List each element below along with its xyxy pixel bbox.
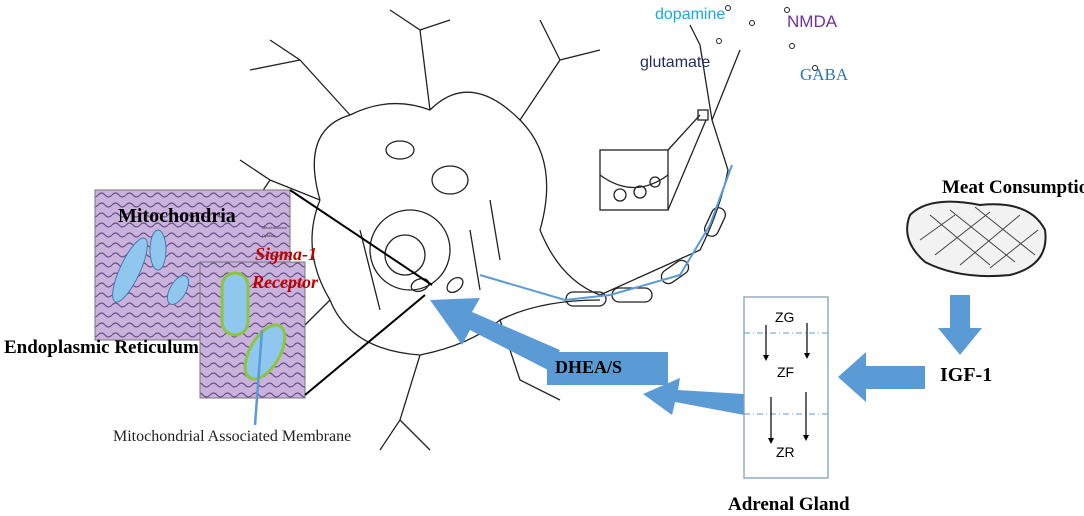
- label-sigma-1: Sigma-1: [255, 244, 318, 264]
- label-meat-consumption: Meat Consumption: [942, 177, 1084, 198]
- label-nmda: NMDA: [787, 12, 838, 31]
- vesicles: [716, 5, 818, 71]
- label-igf-1: IGF-1: [940, 364, 993, 386]
- adrenal-gland: [743, 296, 829, 479]
- label-mam: Mitochondrial Associated Membrane: [113, 428, 352, 445]
- label-adrenal-gland: Adrenal Gland: [728, 494, 850, 515]
- label-mitochondria: Mitochondria: [118, 205, 236, 227]
- igf-to-adrenal-arrow: [838, 352, 925, 402]
- dhea-to-neuron-arrow: [430, 298, 560, 370]
- zone-zr: ZR: [776, 444, 795, 460]
- meat-to-igf-arrow: [938, 295, 982, 355]
- label-gaba: GABA: [800, 65, 849, 84]
- zone-zg: ZG: [775, 309, 795, 325]
- label-dopamine: dopamine: [655, 6, 726, 23]
- synapse-inset: [599, 149, 669, 211]
- label-receptor: Receptor: [252, 272, 318, 292]
- dhea-box: [547, 352, 668, 385]
- nucleus: [369, 209, 451, 291]
- label-cytosol-small: Cytosol: [262, 233, 276, 238]
- neuron: [239, 9, 741, 451]
- label-dhea-s: DHEA/S: [555, 357, 623, 377]
- arrows: [430, 295, 982, 417]
- adrenal-to-dhea-arrow: [643, 378, 760, 417]
- label-mitochondrion-small: Mitochondrion: [262, 225, 288, 230]
- axon-signal-line: [479, 164, 733, 302]
- meat-icon: [906, 200, 1047, 278]
- zone-zf: ZF: [777, 364, 795, 380]
- label-endoplasmic-reticulum: Endoplasmic Reticulum: [4, 337, 199, 358]
- label-glutamate: glutamate: [640, 54, 711, 71]
